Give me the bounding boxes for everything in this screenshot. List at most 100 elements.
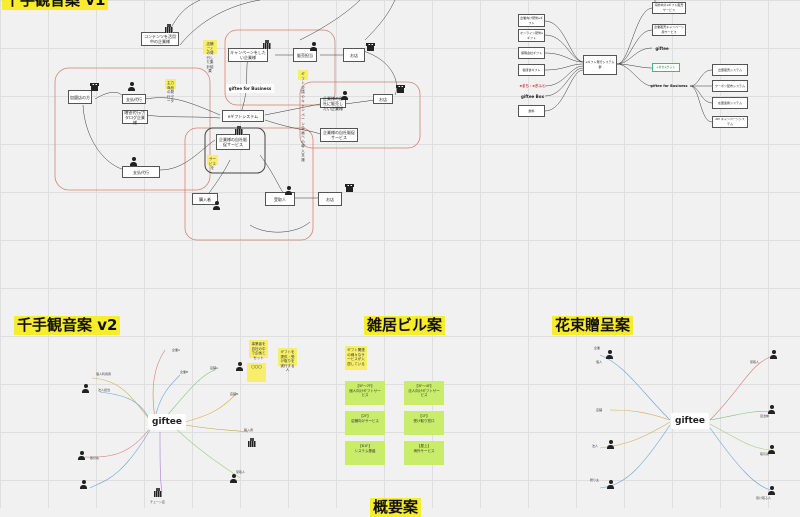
sticky-note[interactable]: 店舗ごとの発行した集計結果 [203, 40, 217, 73]
box-company-service[interactable]: 企業様の自社販促サービス [320, 128, 358, 142]
tree-right-top-box[interactable]: 企業販売キャンペーン用サービス [652, 24, 686, 36]
box-buyer[interactable]: 購入者 [192, 193, 218, 205]
shop-icon [345, 184, 354, 192]
floor-sticky[interactable]: 【5F〜7F】個人向けギフトサービス [345, 381, 385, 405]
sticky-note[interactable]: 主力商品の発行データ [165, 79, 176, 103]
v1-arrows [82, 0, 397, 233]
heading-v1: 千手観音案 v1 [2, 0, 109, 10]
person-icon [230, 474, 237, 483]
green-service-box[interactable]: eまちeぎふと [652, 63, 680, 72]
branch-label: 企業A [172, 348, 181, 352]
shop-icon [90, 83, 99, 91]
box-shop-2[interactable]: お店 [373, 94, 393, 104]
person-icon [768, 405, 775, 414]
branch-label: 店舗A [210, 366, 219, 370]
giftee-center-logo: giftee [148, 414, 186, 430]
tree-left-box[interactable]: 保険会社ギフト [518, 47, 545, 59]
giftee-business-label: giftee for Business [650, 84, 688, 88]
branch-label: 受取人 [236, 470, 246, 474]
branch-label: 自治体 [760, 414, 770, 418]
giftee-label: giftee [655, 45, 669, 51]
floor-sticky[interactable]: 【B1F】システム基盤 [345, 441, 385, 465]
box-gift-dealer[interactable]: 贈答代行/カタログ企業様 [122, 110, 148, 125]
emachi-logo: eまち・eぎふと [518, 82, 547, 90]
tree-arrows [544, 0, 713, 123]
tree-right-box[interactable]: API キャンペーンシステム [712, 116, 748, 128]
branch-label: 取引先 [90, 456, 100, 460]
giftee-center-label: giftee [675, 416, 705, 426]
box-contents-company[interactable]: コンテンツを活用中の企業様 [141, 32, 179, 46]
floor-body: 店舗向けサービス [351, 418, 379, 423]
branch-label: 取引先 [760, 452, 770, 456]
sticky-note[interactable]: 〇〇〇 [247, 363, 266, 382]
box-sales-manager[interactable]: 販売担当 [293, 48, 317, 62]
sticky-note[interactable]: ギフトを提供・受け取りを実行する人 [278, 348, 297, 372]
floor-sticky[interactable]: 【屋上】海外サービス [404, 441, 444, 465]
sticky-note[interactable]: ギフト交換やキャンペーン企画への導入支援 [298, 70, 308, 162]
giftee-logo: giftee [652, 44, 672, 52]
person-icon [213, 201, 220, 210]
v2-branches [84, 349, 249, 493]
giftee-center-label: giftee [152, 417, 182, 427]
floor-title: 【5F〜7F】 [355, 384, 375, 388]
branch-label: 法人 [592, 444, 599, 448]
tree-left-box[interactable]: 飲料 [518, 105, 545, 117]
floor-title: 【屋上】 [417, 444, 431, 448]
box-inner-service[interactable]: 企業様の自社販促サービス [216, 134, 250, 150]
giftee-box-label: giftee Box [520, 93, 545, 99]
box-giftee-system[interactable]: eギフトシステム [222, 110, 264, 122]
person-icon [770, 350, 777, 359]
branch-label: チェーン店 [150, 500, 165, 504]
branch-label: 個人利用者 [96, 372, 112, 376]
sticky-note[interactable]: ギフト関連の様々なサービスが入居している [345, 346, 367, 370]
building-icon [235, 126, 243, 135]
tree-left-box[interactable]: 健康食ギフト [518, 64, 545, 76]
heading-hanataba: 花束贈呈案 [552, 316, 634, 335]
giftee-business-label: giftee for Business [228, 86, 272, 91]
emachi-label: eまち・eぎふと [519, 83, 546, 88]
branch-label: 受取人 [750, 360, 760, 364]
person-icon [607, 480, 614, 489]
tree-right-box[interactable]: クーポン配布システム [712, 80, 748, 92]
person-icon [606, 350, 613, 359]
floor-body: 法人向けギフトサービス [408, 388, 440, 398]
building-icon [165, 24, 173, 33]
box-corporate-gift[interactable]: 企業様の自社に販売したい企業様 [320, 96, 346, 111]
floor-title: 【1F】 [418, 414, 430, 418]
tree-left-box[interactable]: 企業向け研修eギフト [518, 14, 545, 27]
floor-sticky[interactable]: 【2F】店舗向けサービス [345, 411, 385, 435]
tree-left-box[interactable]: オンライン研修eギフト [518, 29, 545, 42]
tree-right-box[interactable]: 出庫販売システム [712, 64, 748, 76]
box-shop-3[interactable]: お店 [318, 192, 342, 206]
box-payment[interactable]: 支払代行 [122, 94, 146, 104]
person-icon [768, 486, 775, 495]
tree-right-top-box[interactable]: 海外向けeギフト販売サービス [652, 2, 686, 14]
person-icon [310, 42, 317, 51]
box-recipient[interactable]: 受取人 [265, 192, 295, 206]
box-payment-2[interactable]: 支払代行 [122, 166, 160, 178]
branch-label: 企業B [180, 370, 189, 374]
box-shop-1[interactable]: お店 [343, 48, 365, 62]
branch-label: 贈り主 [590, 478, 600, 482]
tree-right-box[interactable]: 在庫連携システム [712, 97, 748, 109]
branch-label: 店舗B [230, 392, 239, 396]
floor-body: 個人向けギフトサービス [349, 388, 381, 398]
hanataba-branches [599, 354, 771, 491]
person-icon [80, 480, 87, 489]
branch-label: 購入者 [244, 428, 254, 432]
floor-body: 海外サービス [413, 448, 435, 453]
floor-sticky[interactable]: 【3F〜4F】法人向けギフトサービス [404, 381, 444, 405]
box-shop-owner[interactable]: 加盟店の方 [68, 90, 92, 104]
branch-label: 法人担当 [98, 388, 111, 392]
building-icon [248, 438, 256, 447]
floor-sticky[interactable]: 【1F】受け取り窓口 [404, 411, 444, 435]
box-campaign-company[interactable]: キャンペーンをしたい企業様 [228, 48, 268, 62]
giftee-business-logo: giftee for Business [648, 82, 690, 90]
person-icon [768, 445, 775, 454]
branch-label: 企業 [594, 346, 601, 350]
heading-zakkyo: 雑居ビル案 [364, 316, 446, 335]
sticky-note[interactable]: 事業者を自社の中で企画とセット [249, 340, 268, 360]
tree-center-box[interactable]: eギフト発行システム群 [583, 55, 617, 75]
giftee-box-logo: giftee Box [518, 92, 547, 100]
sticky-note[interactable]: サービスを [207, 155, 218, 170]
